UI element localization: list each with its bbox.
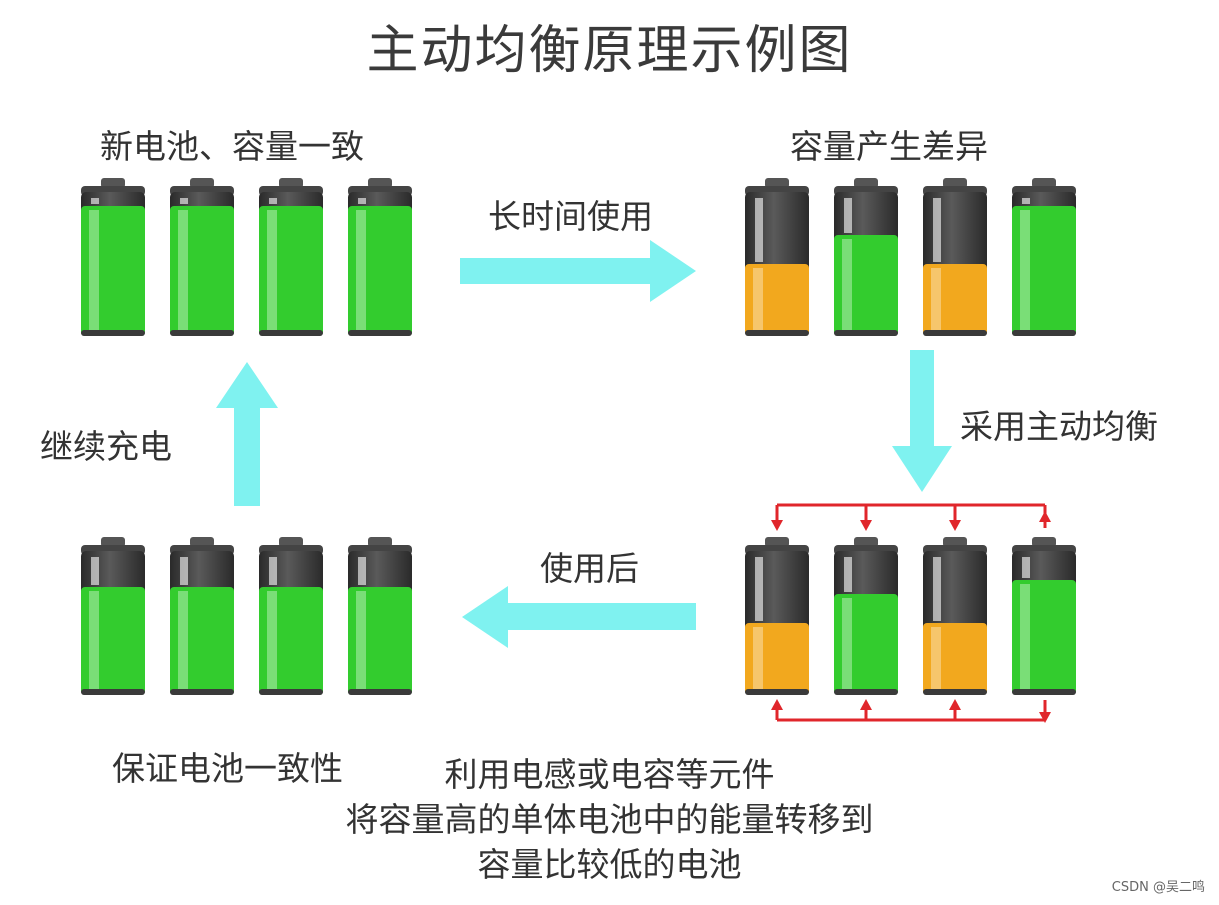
label-capacity-diff: 容量产生差异 (790, 127, 988, 166)
label-long-use: 长时间使用 (488, 197, 653, 236)
battery-icon (346, 178, 414, 340)
note-line: 容量比较低的电池 (477, 845, 742, 884)
label-keep-consistent: 保证电池一致性 (112, 749, 343, 788)
battery-icon (79, 178, 147, 340)
battery-icon (921, 537, 989, 699)
battery-icon (832, 178, 900, 340)
balance-explanation: 利用电感或电容等元件 将容量高的单体电池中的能量转移到 容量比较低的电池 (0, 752, 1219, 887)
battery-icon (832, 537, 900, 699)
label-new-battery: 新电池、容量一致 (100, 127, 364, 166)
note-line: 利用电感或电容等元件 (444, 755, 775, 794)
up-arrow-icon (216, 362, 278, 506)
battery-icon (168, 537, 236, 699)
battery-group-consistent (79, 537, 414, 699)
battery-group-unbalanced (743, 178, 1078, 340)
battery-group-new (79, 178, 414, 340)
label-active-balance: 采用主动均衡 (960, 407, 1158, 446)
down-arrow-icon (892, 350, 952, 492)
watermark: CSDN @吴二鸣 (1111, 880, 1205, 895)
left-arrow-icon (462, 586, 696, 648)
battery-icon (257, 178, 325, 340)
right-arrow-icon (460, 240, 696, 302)
note-line: 将容量高的单体电池中的能量转移到 (345, 800, 874, 839)
battery-icon (1010, 537, 1078, 699)
battery-icon (921, 178, 989, 340)
diagram-title: 主动均衡原理示例图 (366, 21, 853, 81)
battery-icon (346, 537, 414, 699)
battery-icon (168, 178, 236, 340)
battery-icon (1010, 178, 1078, 340)
battery-icon (257, 537, 325, 699)
battery-group-balancing (743, 537, 1078, 699)
battery-icon (79, 537, 147, 699)
label-continue-charge: 继续充电 (40, 427, 172, 466)
battery-icon (743, 178, 811, 340)
battery-icon (743, 537, 811, 699)
label-after-use: 使用后 (540, 549, 639, 588)
